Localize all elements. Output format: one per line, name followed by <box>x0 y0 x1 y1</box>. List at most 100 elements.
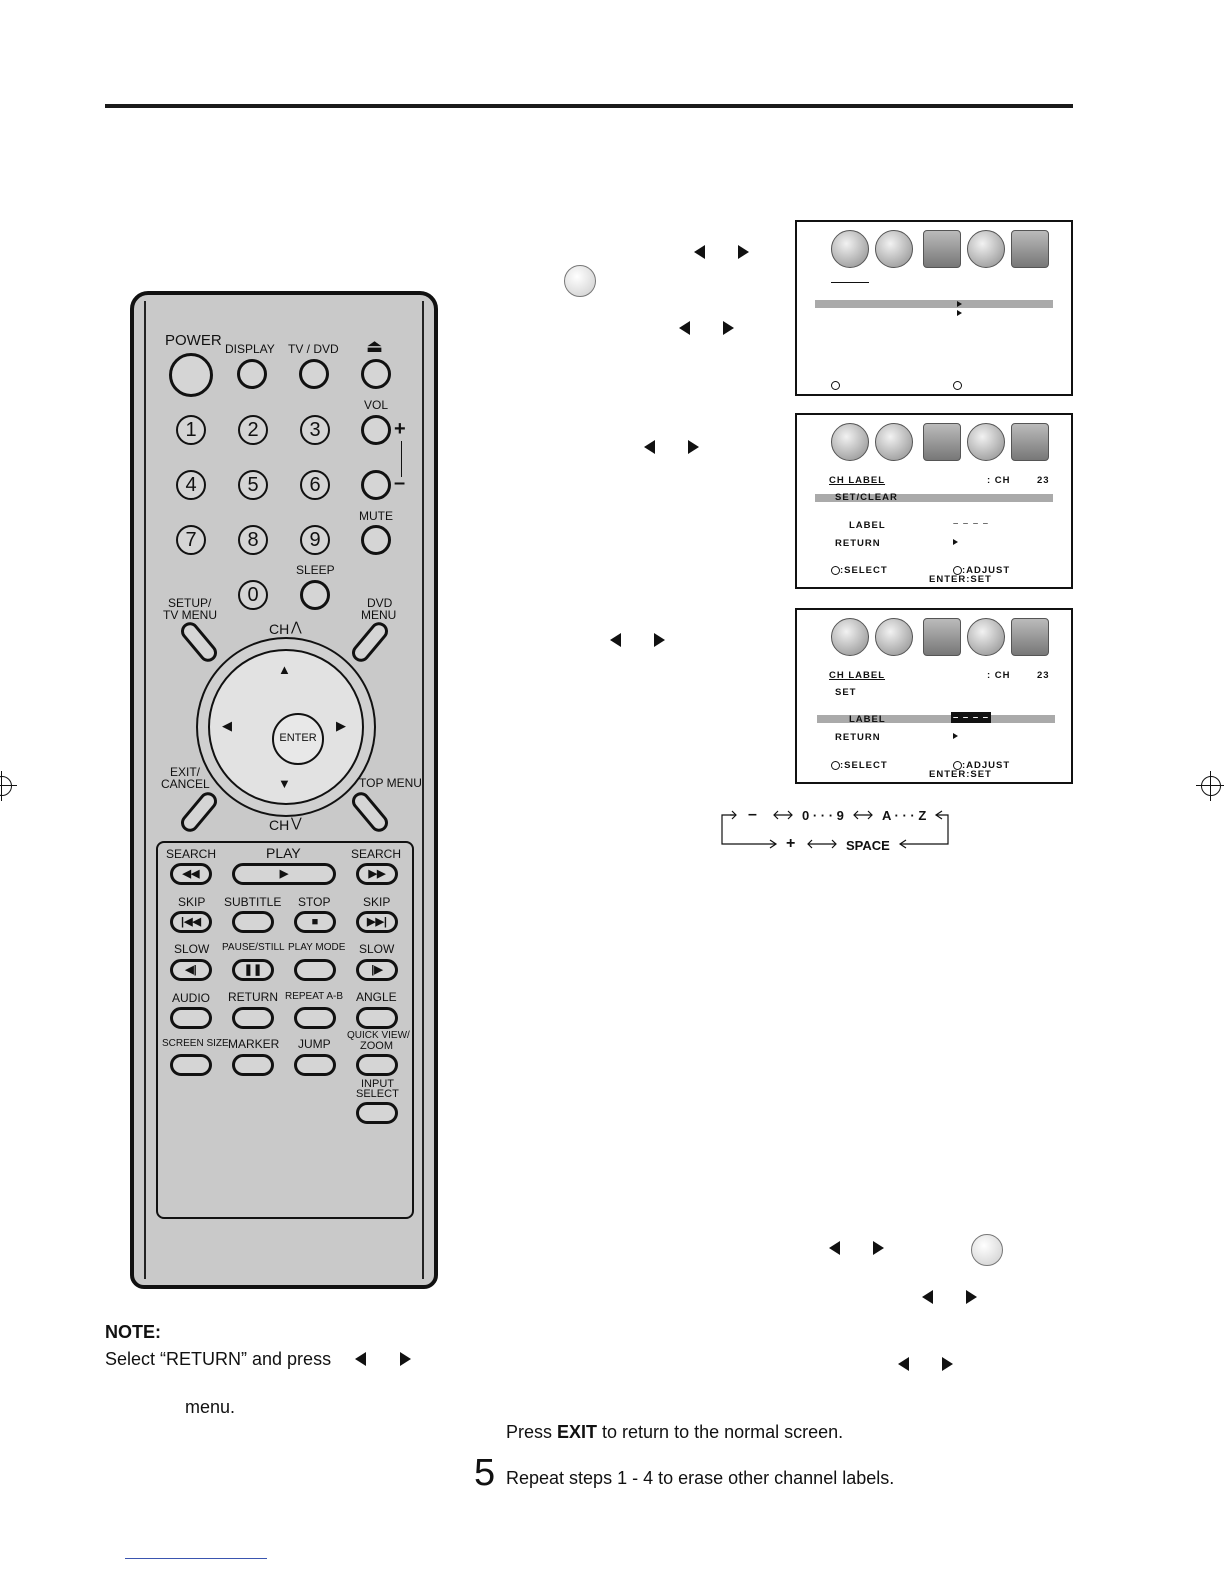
number-0-button[interactable]: 0 <box>238 580 268 610</box>
ch-prefix: : CH <box>987 475 1011 486</box>
marker-button[interactable] <box>232 1054 274 1076</box>
search-fwd-button[interactable]: ▶▶ <box>356 863 398 885</box>
search-rev-label: SEARCH <box>166 847 217 861</box>
registration-mark-icon <box>0 771 17 801</box>
setup-tools-icon <box>967 423 1005 461</box>
select-hint: :SELECT <box>840 565 888 576</box>
vol-down-button[interactable] <box>361 470 391 500</box>
setup-tools-icon <box>564 265 596 297</box>
adjust-hint: :ADJUST <box>962 760 1011 771</box>
power-label: POWER <box>165 332 222 349</box>
number-4-button[interactable]: 4 <box>176 470 206 500</box>
down-arrow-button[interactable]: ▼ <box>278 776 291 791</box>
stop-label: STOP <box>298 895 331 909</box>
play-arrow-icon <box>957 301 962 307</box>
label-item: LABEL <box>849 520 886 531</box>
right-arrow-icon <box>966 1290 977 1304</box>
right-arrow-icon <box>942 1357 953 1371</box>
left-arrow-button[interactable]: ◀ <box>222 718 232 733</box>
tvdvd-button[interactable] <box>299 359 329 389</box>
number-1-button[interactable]: 1 <box>176 415 206 445</box>
setup-label-2: TV MENU <box>163 608 217 622</box>
osd-screen-ch-label-set: CH LABEL : CH 23 SET LABEL – – – – RETUR… <box>795 608 1073 784</box>
play-mode-button[interactable] <box>294 959 336 981</box>
angle-button[interactable] <box>356 1007 398 1029</box>
return-item: RETURN <box>835 538 881 549</box>
number-6-button[interactable]: 6 <box>300 470 330 500</box>
highlight-bar <box>815 494 1053 502</box>
pause-still-button[interactable]: ❚❚ <box>232 959 274 981</box>
subtitle-button[interactable] <box>232 911 274 933</box>
ch-number: 23 <box>1037 475 1050 486</box>
play-button[interactable]: ▶ <box>232 863 336 885</box>
left-arrow-icon <box>644 440 655 454</box>
number-8-button[interactable]: 8 <box>238 525 268 555</box>
display-button[interactable] <box>237 359 267 389</box>
enter-button[interactable]: ENTER <box>272 713 324 765</box>
number-2-button[interactable]: 2 <box>238 415 268 445</box>
label-value: – – – – <box>951 712 992 723</box>
search-rev-button[interactable]: ◀◀ <box>170 863 212 885</box>
mute-button[interactable] <box>361 525 391 555</box>
note-heading: NOTE: <box>105 1322 161 1342</box>
jump-button[interactable] <box>294 1054 336 1076</box>
number-7-button[interactable]: 7 <box>176 525 206 555</box>
left-arrow-icon <box>898 1357 909 1371</box>
left-arrow-icon <box>829 1241 840 1255</box>
number-5-button[interactable]: 5 <box>238 470 268 500</box>
return-label: RETURN <box>228 990 278 1004</box>
ch-label-title: CH LABEL <box>829 670 886 681</box>
audio-label: AUDIO <box>172 991 211 1005</box>
play-mode-label: PLAY MODE <box>288 942 346 953</box>
plus-icon: + <box>394 418 406 440</box>
select-icon <box>831 761 840 770</box>
skip-back-button[interactable]: |◀◀ <box>170 911 212 933</box>
underline <box>831 282 869 283</box>
step-number: 5 <box>474 1452 496 1494</box>
return-button[interactable] <box>232 1007 274 1029</box>
right-arrow-icon <box>738 245 749 259</box>
power-button[interactable] <box>169 353 213 397</box>
input-select-button[interactable] <box>356 1102 398 1124</box>
stop-button[interactable]: ■ <box>294 911 336 933</box>
repeat-button[interactable] <box>294 1007 336 1029</box>
lock-icon <box>1011 618 1049 656</box>
slow-fwd-button[interactable]: |▶ <box>356 959 398 981</box>
tvdvd-label: TV / DVD <box>288 342 339 356</box>
vol-bracket <box>401 441 402 477</box>
left-arrow-icon <box>610 633 621 647</box>
slow-rev-button[interactable]: ◀| <box>170 959 212 981</box>
timer-icon <box>923 230 961 268</box>
right-arrow-button[interactable]: ▶ <box>336 718 346 733</box>
skip-fwd-button[interactable]: ▶▶| <box>356 911 398 933</box>
number-9-button[interactable]: 9 <box>300 525 330 555</box>
screen-size-button[interactable] <box>170 1054 212 1076</box>
exit-bold: EXIT <box>557 1422 598 1442</box>
chevron-up-icon: ⋀ <box>291 619 302 634</box>
play-arrow-icon <box>957 310 962 316</box>
vol-up-button[interactable] <box>361 415 391 445</box>
label-value: – – – – <box>953 518 990 529</box>
ch-down-label: CH <box>269 817 290 833</box>
right-arrow-icon <box>654 633 665 647</box>
dpad: ▲ ▼ ◀ ▶ ENTER <box>196 637 376 817</box>
note-menu-text: menu. <box>185 1397 236 1417</box>
angle-label: ANGLE <box>356 990 397 1004</box>
skip-fwd-label: SKIP <box>363 895 391 909</box>
dvd-menu-label-2: MENU <box>361 608 397 622</box>
label-item: LABEL <box>849 714 886 725</box>
audio-button[interactable] <box>170 1007 212 1029</box>
up-arrow-button[interactable]: ▲ <box>278 662 291 677</box>
character-sequence-diagram: – 0 · · · 9 A · · · Z + SPACE <box>720 804 952 854</box>
ch-number: 23 <box>1037 670 1050 681</box>
play-arrow-icon <box>953 733 958 739</box>
quick-view-zoom-button[interactable] <box>356 1054 398 1076</box>
picture-icon <box>831 423 869 461</box>
quick-view-label-2: ZOOM <box>360 1040 393 1052</box>
minus-icon: – <box>394 472 406 494</box>
right-arrow-icon <box>400 1352 411 1366</box>
slow-rev-label: SLOW <box>174 942 210 956</box>
sleep-button[interactable] <box>300 580 330 610</box>
eject-button[interactable] <box>361 359 391 389</box>
number-3-button[interactable]: 3 <box>300 415 330 445</box>
